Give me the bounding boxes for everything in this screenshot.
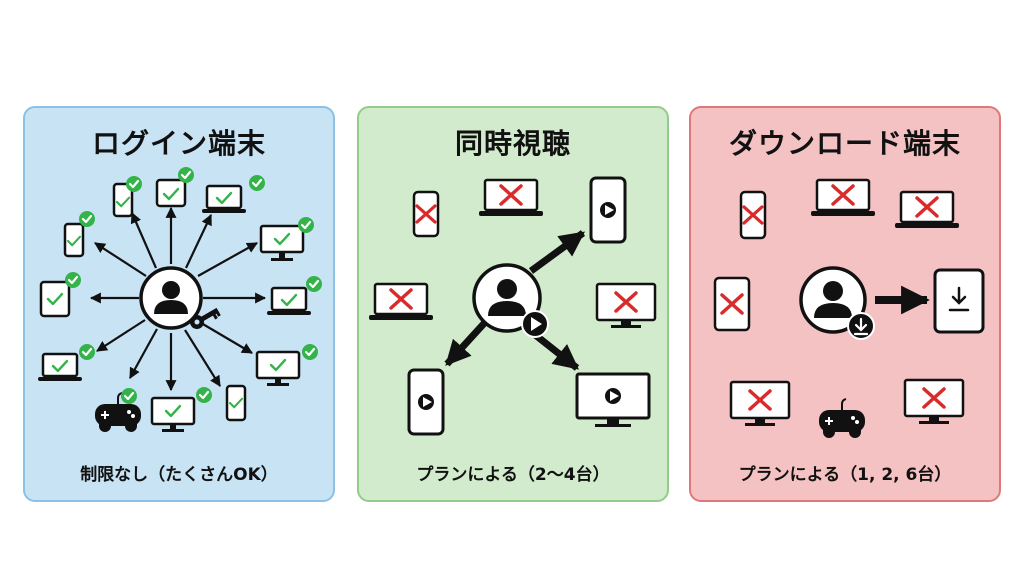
monitor-icon [150, 385, 214, 432]
tablet-icon [39, 270, 83, 318]
laptop-icon [811, 178, 875, 216]
laptop-icon [895, 190, 959, 228]
monitor-icon [259, 215, 316, 261]
phone-streaming-icon [407, 368, 445, 436]
laptop-icon [369, 282, 433, 320]
gamepad-icon [95, 386, 141, 432]
monitor-icon [255, 342, 320, 386]
simultaneous-viewing-panel: 同時視聴 [357, 106, 669, 502]
panel-title: ログイン端末 [91, 127, 266, 160]
laptop-icon [38, 342, 97, 381]
tablet-icon [155, 165, 196, 208]
tablet-download-icon [933, 268, 985, 334]
tablet-icon [713, 276, 751, 332]
gamepad-icon [819, 398, 865, 438]
monitor-icon [729, 380, 791, 426]
phone-icon [63, 209, 97, 258]
phone-icon [412, 190, 440, 238]
panel-caption: 制限なし（たくさんOK） [80, 465, 278, 485]
download-devices-illustration [713, 178, 985, 438]
phone-icon [225, 384, 247, 422]
user-streaming-icon [472, 263, 549, 338]
panel-title: 同時視聴 [454, 127, 571, 160]
login-devices-illustration [38, 165, 324, 432]
monitor-streaming-icon [575, 372, 651, 427]
simultaneous-viewing-illustration [369, 176, 657, 436]
monitor-icon [903, 378, 965, 424]
phone-streaming-icon [589, 176, 627, 244]
monitor-icon [595, 282, 657, 328]
laptop-icon [479, 178, 543, 216]
user-with-key-icon [139, 266, 221, 330]
download-devices-panel: ダウンロード端末 [689, 106, 1001, 502]
phone-icon [739, 190, 767, 240]
user-download-icon [799, 266, 875, 340]
panel-title: ダウンロード端末 [728, 127, 961, 160]
phone-icon [112, 174, 144, 218]
laptop-icon [202, 173, 267, 213]
panel-caption: プランによる（2〜4台） [416, 465, 610, 485]
panel-caption: プランによる（1, 2, 6台） [738, 465, 952, 485]
laptop-icon [267, 274, 324, 315]
login-devices-panel: ログイン端末 [23, 106, 335, 502]
